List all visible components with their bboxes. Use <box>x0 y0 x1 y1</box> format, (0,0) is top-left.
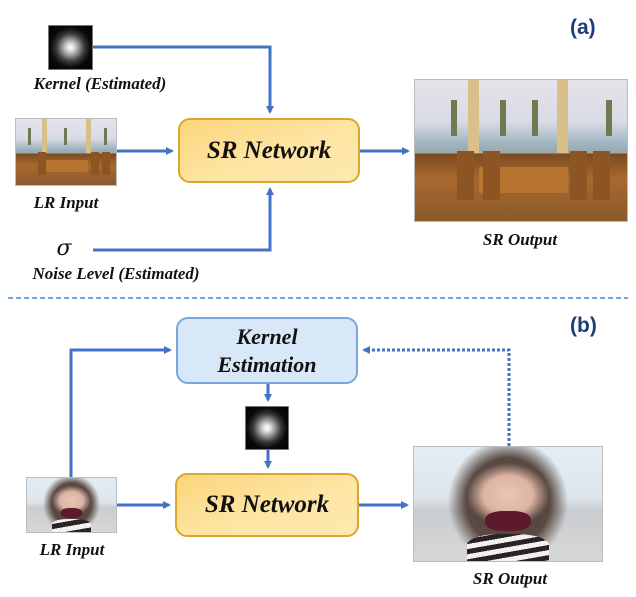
kernel-estimation-line1: Kernel <box>236 323 298 349</box>
restaurant-lowres-image <box>15 118 117 186</box>
sr-network-label-a: SR Network <box>206 136 332 164</box>
lr-input-label-a: LR Input <box>33 193 99 212</box>
kernel-to-sr-arrow <box>93 45 274 114</box>
kernel-estimated-label: Kernel (Estimated) <box>33 74 167 93</box>
blur-kernel-icon <box>245 406 289 450</box>
kernel-estimation-line2: Estimation <box>217 351 317 377</box>
panel-b-tag: (b) <box>570 314 597 337</box>
blur-kernel-icon <box>48 25 93 70</box>
portrait-lowres-image <box>26 477 117 533</box>
lr-input-label-b: LR Input <box>39 540 105 559</box>
portrait-highres-image <box>413 446 603 562</box>
sr-network-box-a: SR Network <box>178 118 360 183</box>
sr-output-label-a: SR Output <box>482 230 558 249</box>
sr-network-box-b: SR Network <box>175 473 359 537</box>
output-feedback-dotted-arrow <box>362 346 511 446</box>
lr-to-kernel-estimation-arrow <box>69 346 172 477</box>
sr-output-label-b: SR Output <box>472 569 548 588</box>
sr-network-label-b: SR Network <box>204 491 330 518</box>
noise-level-label: Noise Level (Estimated) <box>32 264 200 283</box>
restaurant-highres-image <box>414 79 628 222</box>
sigma-noise-icon: σ <box>56 236 72 261</box>
kernel-estimation-box: Kernel Estimation <box>176 317 358 384</box>
noise-to-sr-arrow <box>93 187 274 252</box>
panel-a-tag: (a) <box>570 16 596 39</box>
